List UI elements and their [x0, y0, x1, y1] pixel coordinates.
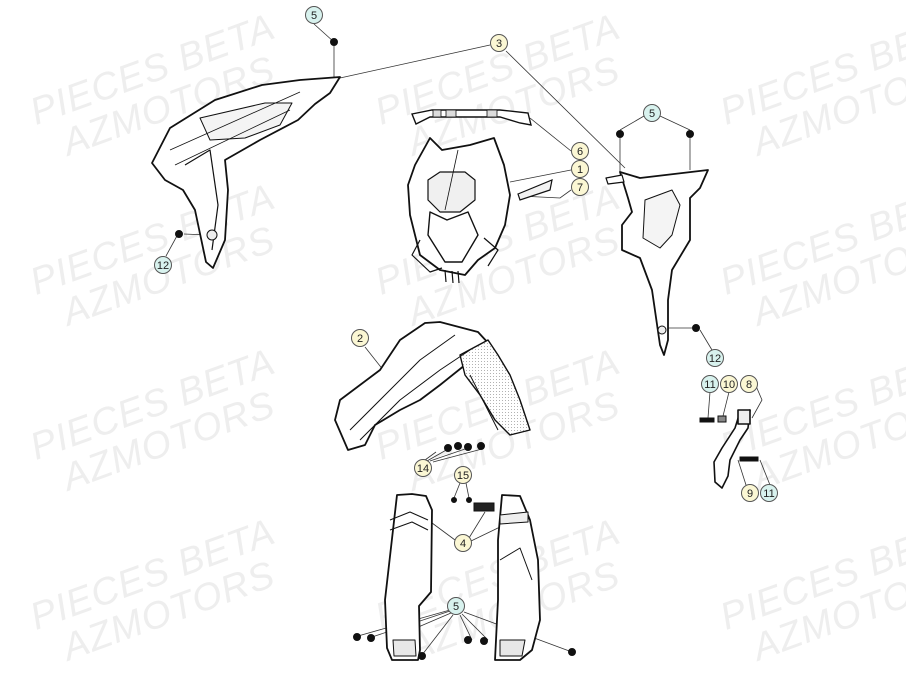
callout-6[interactable]: 6 [571, 142, 589, 160]
callout-12[interactable]: 12 [154, 256, 172, 274]
callout-label: 12 [157, 260, 169, 272]
callout-14[interactable]: 14 [414, 459, 432, 477]
callout-label: 4 [460, 538, 466, 550]
callout-5[interactable]: 5 [447, 597, 465, 615]
callout-label: 7 [577, 182, 583, 194]
callout-label: 12 [709, 353, 721, 365]
callout-circle [571, 178, 589, 196]
brake-hose-guide [713, 409, 751, 489]
callout-7[interactable]: 7 [571, 178, 589, 196]
callout-5[interactable]: 5 [305, 6, 323, 24]
number-plate-strip [411, 109, 532, 126]
fork-guard-right [494, 494, 541, 661]
callout-circle [571, 142, 589, 160]
callout-label: 6 [577, 146, 583, 158]
callout-circle [414, 459, 432, 477]
callout-label: 5 [453, 601, 459, 613]
left-radiator-shroud [151, 76, 341, 269]
callout-8[interactable]: 8 [740, 375, 758, 393]
callout-circle [706, 349, 724, 367]
callout-circle [447, 597, 465, 615]
callout-circle [740, 375, 758, 393]
callout-label: 11 [704, 379, 715, 391]
callout-label: 2 [357, 333, 363, 345]
callout-circle [760, 484, 778, 502]
callout-circle [305, 6, 323, 24]
callout-label: 11 [763, 488, 774, 500]
callout-circle [351, 329, 369, 347]
callout-label: 14 [417, 463, 429, 475]
fork-guard-left [384, 493, 433, 661]
callout-2[interactable]: 2 [351, 329, 369, 347]
callout-4[interactable]: 4 [454, 534, 472, 552]
callout-label: 15 [457, 470, 469, 482]
callout-circle [154, 256, 172, 274]
callout-11[interactable]: 11 [760, 484, 778, 502]
callout-label: 3 [496, 38, 502, 50]
right-radiator-shroud [605, 169, 709, 356]
callout-circle [701, 375, 719, 393]
headlight-mask [407, 137, 511, 284]
callout-layer: 5 3 5 6 1 7 12 12 2 11 10 8 14 15 9 11 4 5 [154, 6, 778, 615]
callout-circle [643, 104, 661, 122]
callout-label: 1 [577, 164, 583, 176]
callout-10[interactable]: 10 [720, 375, 738, 393]
fork-guard-clip [473, 502, 495, 512]
callout-label: 9 [747, 488, 753, 500]
callout-circle [490, 34, 508, 52]
callout-label: 5 [649, 108, 655, 120]
callout-label: 5 [311, 10, 317, 22]
callout-circle [720, 375, 738, 393]
callout-label: 8 [746, 379, 752, 391]
fasteners [175, 38, 759, 660]
callout-11[interactable]: 11 [701, 375, 719, 393]
callout-15[interactable]: 15 [454, 466, 472, 484]
headlight-sticker [517, 179, 553, 201]
callout-circle [454, 534, 472, 552]
callout-circle [454, 466, 472, 484]
callout-9[interactable]: 9 [741, 484, 759, 502]
callout-12[interactable]: 12 [706, 349, 724, 367]
callout-circle [571, 160, 589, 178]
callout-circle [741, 484, 759, 502]
callout-label: 10 [723, 379, 735, 391]
front-fender [334, 321, 531, 451]
callout-5[interactable]: 5 [643, 104, 661, 122]
callout-3[interactable]: 3 [490, 34, 508, 52]
callout-1[interactable]: 1 [571, 160, 589, 178]
